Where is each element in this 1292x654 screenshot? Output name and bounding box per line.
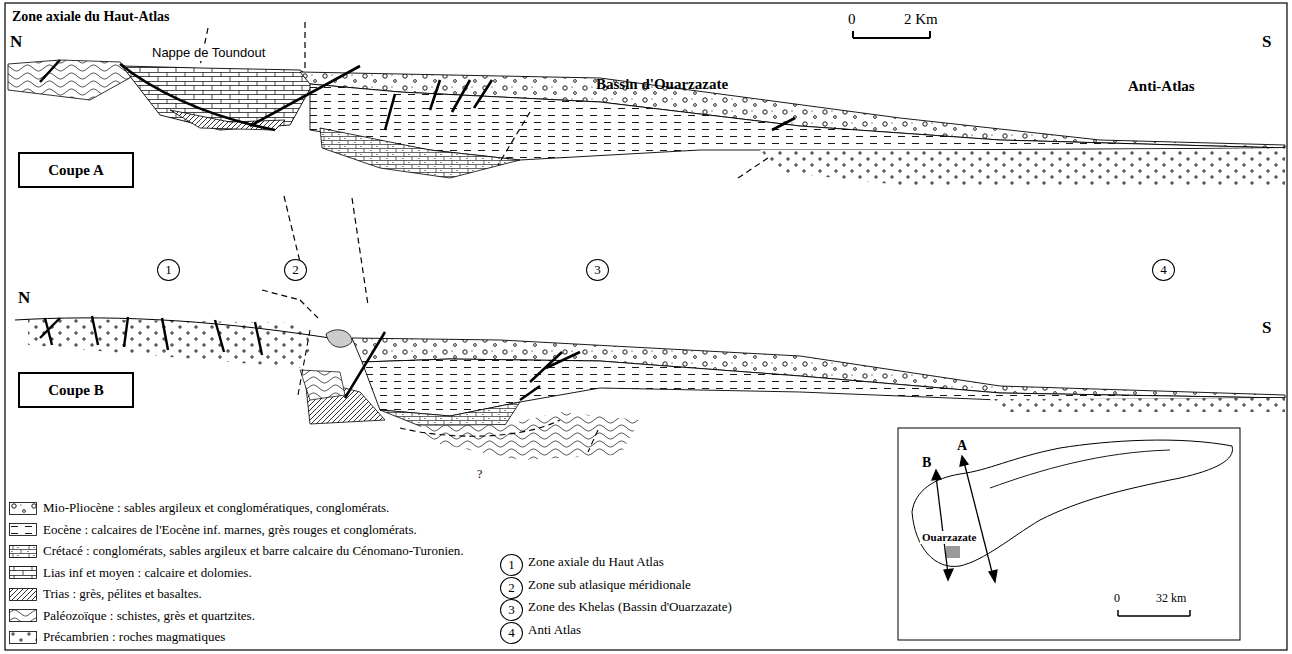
zone-number-circle: 4: [500, 622, 523, 644]
legend-entry: Mio-Pliocène : sables argileux et conglo…: [9, 500, 389, 516]
legend-text: Précambrien : roches magmatiques: [43, 629, 225, 645]
legend-swatch: [9, 609, 37, 622]
legend-entry: Précambrien : roches magmatiques: [9, 629, 225, 645]
scale-value: 0: [1114, 592, 1120, 606]
city-name: Ouarzazate: [920, 531, 978, 544]
legend-text: Eocène : calcaires de l'Eocène inf. marn…: [43, 522, 417, 538]
legend-text: Trias : grès, pélites et basaltes.: [43, 586, 202, 602]
zone-number-circle: 3: [500, 599, 523, 621]
legend-swatch: [9, 566, 37, 579]
legend-swatch: [9, 523, 37, 536]
legend-entry: Lias inf et moyen : calcaire et dolomies…: [9, 565, 252, 581]
zone-description: Anti Atlas: [528, 623, 581, 638]
zone-number: 4: [1160, 262, 1167, 278]
legend-entry: Trias : grès, pélites et basaltes.: [9, 586, 202, 602]
legend-swatch: [9, 545, 37, 558]
zone-number: 2: [508, 580, 515, 596]
zone-number: 3: [508, 602, 515, 618]
zone-number-circle: 1: [500, 554, 523, 576]
section-title: Coupe B: [48, 382, 103, 399]
direction-letter: N: [10, 32, 22, 52]
legend-swatch: [9, 588, 37, 601]
zone-description: Zone des Khelas (Bassin d'Ouarzazate): [528, 600, 732, 615]
zone-number: 1: [165, 262, 172, 278]
section-title-box: Coupe B: [18, 372, 134, 408]
legend-swatch: [9, 502, 37, 515]
section-title-box: Coupe A: [18, 152, 134, 188]
zone-number-circle: 2: [284, 259, 307, 281]
zone-number: 3: [594, 262, 601, 278]
section-letter: A: [957, 438, 967, 454]
legend-text: Paléozoïque : schistes, grès et quartzit…: [43, 608, 255, 624]
legend-entry: Eocène : calcaires de l'Eocène inf. marn…: [9, 522, 417, 538]
region-name: Anti-Atlas: [1128, 78, 1195, 95]
legend-entry: Paléozoïque : schistes, grès et quartzit…: [9, 608, 255, 624]
zone-number-circle: 4: [1152, 259, 1175, 281]
section-title: Coupe A: [48, 162, 103, 179]
scale-value: 32 km: [1156, 592, 1186, 606]
legend-text: Lias inf et moyen : calcaire et dolomies…: [43, 565, 252, 581]
section-letter: B: [922, 455, 931, 471]
legend-swatch: [9, 631, 37, 644]
uncertainty-mark: ?: [475, 468, 484, 482]
zone-number-circle: 2: [500, 577, 523, 599]
direction-letter: S: [1262, 318, 1271, 338]
basin-name: Bassin d'Ouarzazate: [596, 76, 728, 93]
zone-number-circle: 1: [157, 259, 180, 281]
zone-number: 1: [508, 557, 515, 573]
zone-number-circle: 3: [586, 259, 609, 281]
nappe-name: Nappe de Toundout: [150, 46, 267, 61]
direction-letter: N: [18, 288, 30, 308]
legend-text: Crétacé : conglomérats, sables argileux …: [43, 543, 464, 559]
zone-number: 2: [292, 262, 299, 278]
region-name: Zone axiale du Haut-Atlas: [12, 9, 170, 25]
direction-letter: S: [1262, 32, 1271, 52]
legend-entry: Crétacé : conglomérats, sables argileux …: [9, 543, 464, 559]
zone-description: Zone sub atlasique méridionale: [528, 578, 691, 593]
zone-number: 4: [508, 625, 515, 641]
zone-description: Zone axiale du Haut Atlas: [528, 555, 664, 570]
legend-text: Mio-Pliocène : sables argileux et conglo…: [43, 500, 389, 516]
scale-value: 2 Km: [904, 11, 938, 28]
scale-value: 0: [848, 11, 856, 28]
